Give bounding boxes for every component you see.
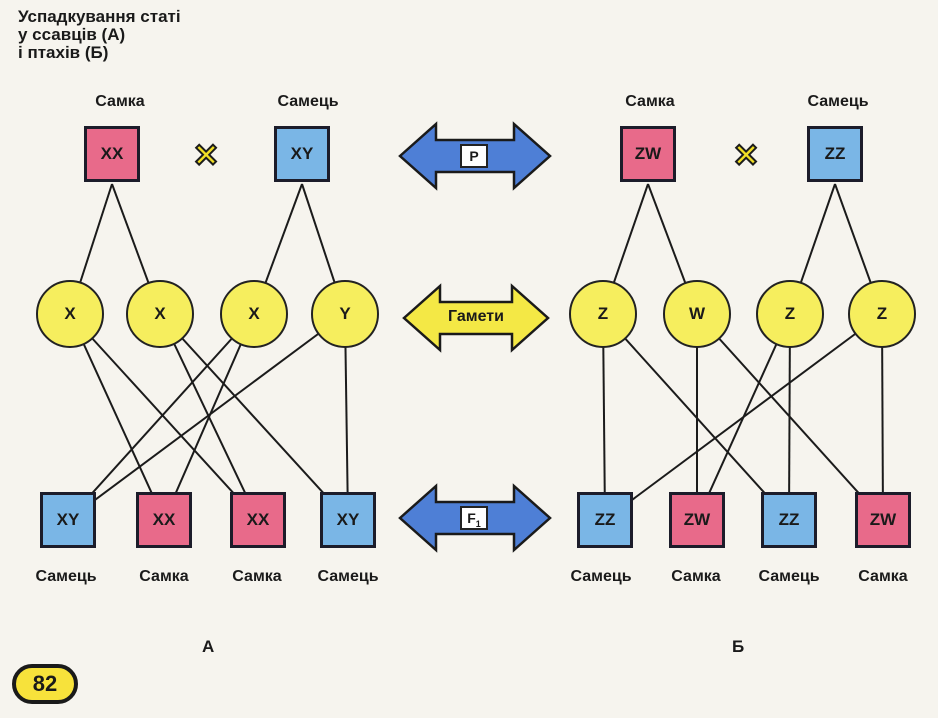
panel-a-female-label: Самка [95, 93, 145, 110]
panel-b-offspring-sex: Самець [758, 568, 820, 585]
panel-a-offspring-sex: Самка [232, 568, 282, 585]
panel-b-offspring-genotype: ZZ [761, 492, 817, 548]
panel-a-offspring-sex: Самець [317, 568, 379, 585]
offspring-tag-subscript: 1 [475, 518, 481, 529]
panel-a-gamete: X [36, 280, 104, 348]
title-line: у ссавців (А) [18, 25, 126, 44]
panel-a-offspring-genotype: XY [320, 492, 376, 548]
panel-a-gamete: X [126, 280, 194, 348]
panel-b-male-genotype: ZZ [807, 126, 863, 182]
panel-b-gamete: W [663, 280, 731, 348]
panel-a-offspring-genotype: XX [230, 492, 286, 548]
panel-a-gamete: Y [311, 280, 379, 348]
title-line: Успадкування статі [18, 7, 181, 26]
panel-b-offspring-sex: Самець [570, 568, 632, 585]
panel-b-letter: Б [732, 637, 745, 656]
panel-b-male-label: Самець [807, 93, 869, 110]
panel-b-offspring-sex: Самка [671, 568, 721, 585]
panel-a-female-genotype: XX [84, 126, 140, 182]
panel-a-male-genotype: XY [274, 126, 330, 182]
panel-a-offspring-genotype: XX [136, 492, 192, 548]
offspring-tag: F1 [460, 506, 488, 530]
figure-title: Успадкування статі у ссавців (А) і птахі… [18, 8, 181, 62]
panel-a-male-label: Самець [277, 93, 339, 110]
cross-icon: × [733, 133, 758, 177]
panel-b-gamete: Z [848, 280, 916, 348]
panel-b-offspring-genotype: ZW [855, 492, 911, 548]
panel-b-gamete: Z [569, 280, 637, 348]
panel-b-offspring-sex: Самка [858, 568, 908, 585]
panel-a-offspring-sex: Самець [35, 568, 97, 585]
gametes-arrow [402, 283, 550, 353]
panel-b-female-label: Самка [625, 93, 675, 110]
panel-b-offspring-genotype: ZZ [577, 492, 633, 548]
panel-a-letter: А [202, 637, 215, 656]
title-line: і птахів (Б) [18, 43, 109, 62]
parents-tag: P [460, 144, 488, 168]
gametes-tag: Гамети [448, 308, 504, 325]
panel-b-female-genotype: ZW [620, 126, 676, 182]
panel-a-gamete: X [220, 280, 288, 348]
panel-b-gamete: Z [756, 280, 824, 348]
offspring-tag-letter: F [467, 510, 476, 526]
panel-a-offspring-sex: Самка [139, 568, 189, 585]
page-number: 82 [12, 664, 78, 704]
cross-icon: × [193, 133, 218, 177]
panel-b-offspring-genotype: ZW [669, 492, 725, 548]
panel-a-offspring-genotype: XY [40, 492, 96, 548]
